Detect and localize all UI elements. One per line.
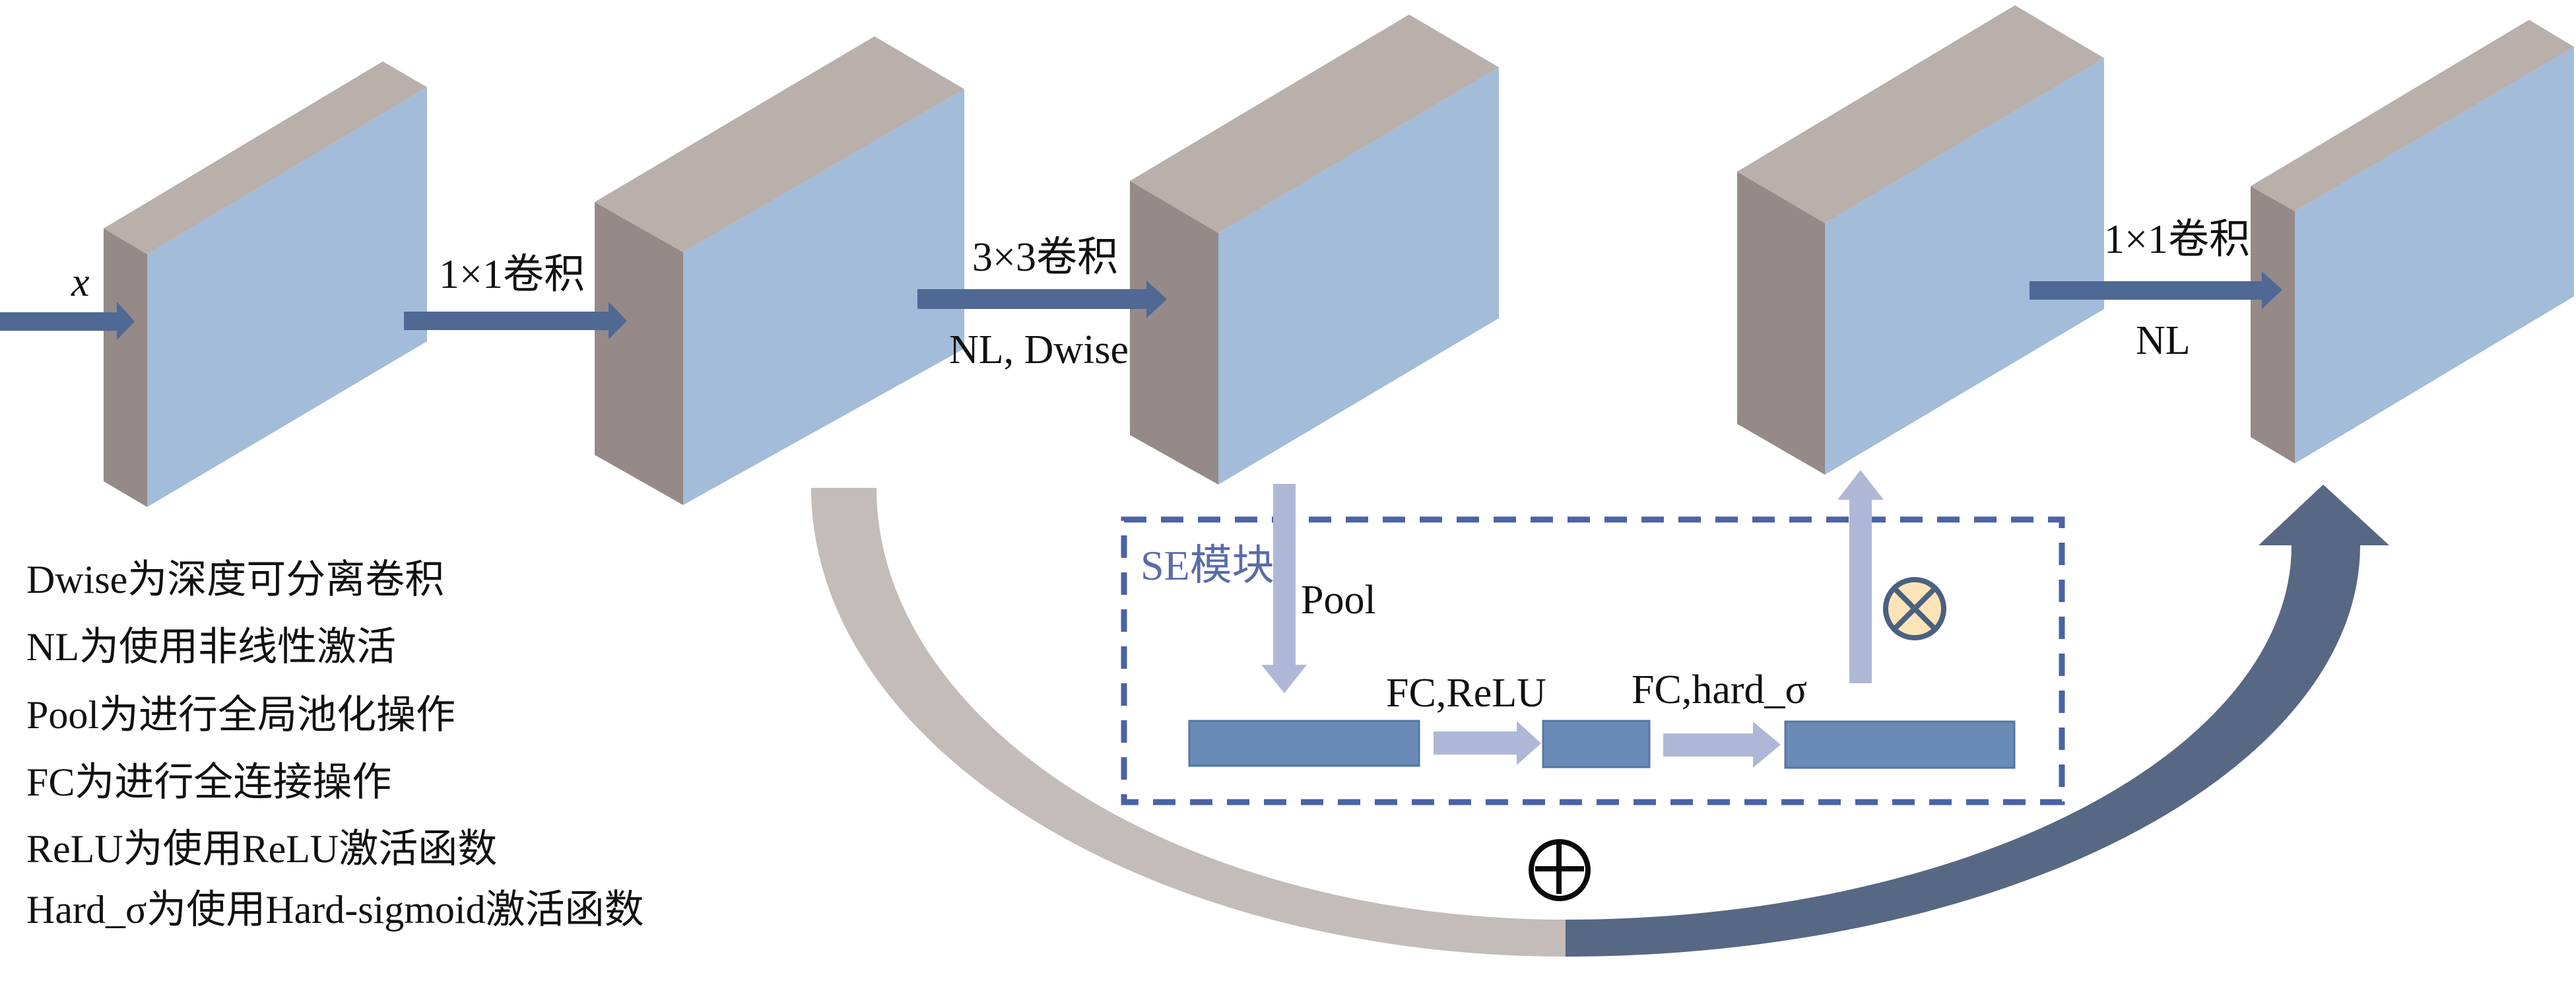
- expand-conv-arrow: [404, 302, 627, 339]
- se-module: SE模块 Pool FC,ReLU FC,hard_σ: [1121, 470, 2065, 805]
- block-5-front-face: [2295, 47, 2574, 463]
- feature-block-1: [104, 61, 427, 507]
- excitation-vector-bar: [1784, 720, 2016, 769]
- legend-item-pool: Pool为进行全局池化操作: [26, 693, 455, 737]
- add-icon: [1529, 839, 1591, 901]
- multiply-icon: [1883, 577, 1946, 640]
- depthwise-conv-arrow: [917, 281, 1167, 318]
- block-3-top-face: [1130, 15, 1499, 233]
- legend: Dwise为深度可分离卷积 NL为使用非线性激活 Pool为进行全局池化操作 F…: [26, 558, 644, 932]
- legend-item-dwise: Dwise为深度可分离卷积: [26, 558, 444, 601]
- residual-arc-right: [1566, 485, 2389, 957]
- squeezed-vector-bar: [1542, 720, 1651, 768]
- feature-block-3: [1130, 15, 1499, 485]
- block-1-top-face: [104, 61, 427, 254]
- feature-block-2: [595, 36, 964, 505]
- scale-arrow: [1837, 470, 1884, 683]
- block-2-front-face: [683, 89, 964, 505]
- fc-relu-label: FC,ReLU: [1386, 671, 1546, 716]
- se-module-border: [1121, 516, 2065, 805]
- input-label: x: [71, 260, 90, 305]
- depthwise-conv-label: 3×3卷积: [972, 235, 1118, 280]
- block-5-side-face: [2251, 186, 2295, 463]
- legend-item-relu: ReLU为使用ReLU激活函数: [26, 827, 497, 871]
- block-4-front-face: [1825, 58, 2104, 475]
- residual-connection: [811, 485, 2389, 957]
- pool-arrow: [1261, 484, 1307, 693]
- block-1-front-face: [147, 87, 427, 507]
- block-2-top-face: [595, 36, 964, 252]
- block-2-side-face: [595, 202, 683, 505]
- fc-hard-sigmoid-label: FC,hard_σ: [1632, 667, 1807, 712]
- block-5-top-face: [2251, 20, 2574, 211]
- block-3-side-face: [1130, 181, 1218, 485]
- project-activation-label: NL: [2136, 318, 2191, 363]
- block-3-front-face: [1218, 67, 1499, 485]
- feature-block-4: [1737, 5, 2104, 475]
- residual-arc-left: [811, 488, 1566, 957]
- expand-conv-label: 1×1卷积: [439, 252, 585, 297]
- legend-item-fc: FC为进行全连接操作: [26, 761, 391, 804]
- se-module-title: SE模块: [1140, 542, 1274, 589]
- depthwise-activation-label: NL, Dwise: [949, 327, 1129, 372]
- feature-block-5: [2251, 20, 2574, 463]
- fc-hard-sigmoid-arrow: [1663, 722, 1781, 768]
- input-arrow: [0, 302, 135, 340]
- block-4-side-face: [1737, 172, 1825, 475]
- project-conv-label: 1×1卷积: [2104, 217, 2250, 262]
- block-4-top-face: [1737, 5, 2104, 223]
- pooled-vector-bar: [1188, 720, 1420, 767]
- legend-item-hard-sigmoid: Hard_σ为使用Hard-sigmoid激活函数: [26, 888, 644, 932]
- block-1-side-face: [104, 228, 147, 507]
- pool-label: Pool: [1301, 578, 1376, 623]
- legend-item-nl: NL为使用非线性激活: [26, 625, 396, 669]
- fc-relu-arrow: [1434, 721, 1541, 765]
- project-conv-arrow: [2030, 271, 2282, 309]
